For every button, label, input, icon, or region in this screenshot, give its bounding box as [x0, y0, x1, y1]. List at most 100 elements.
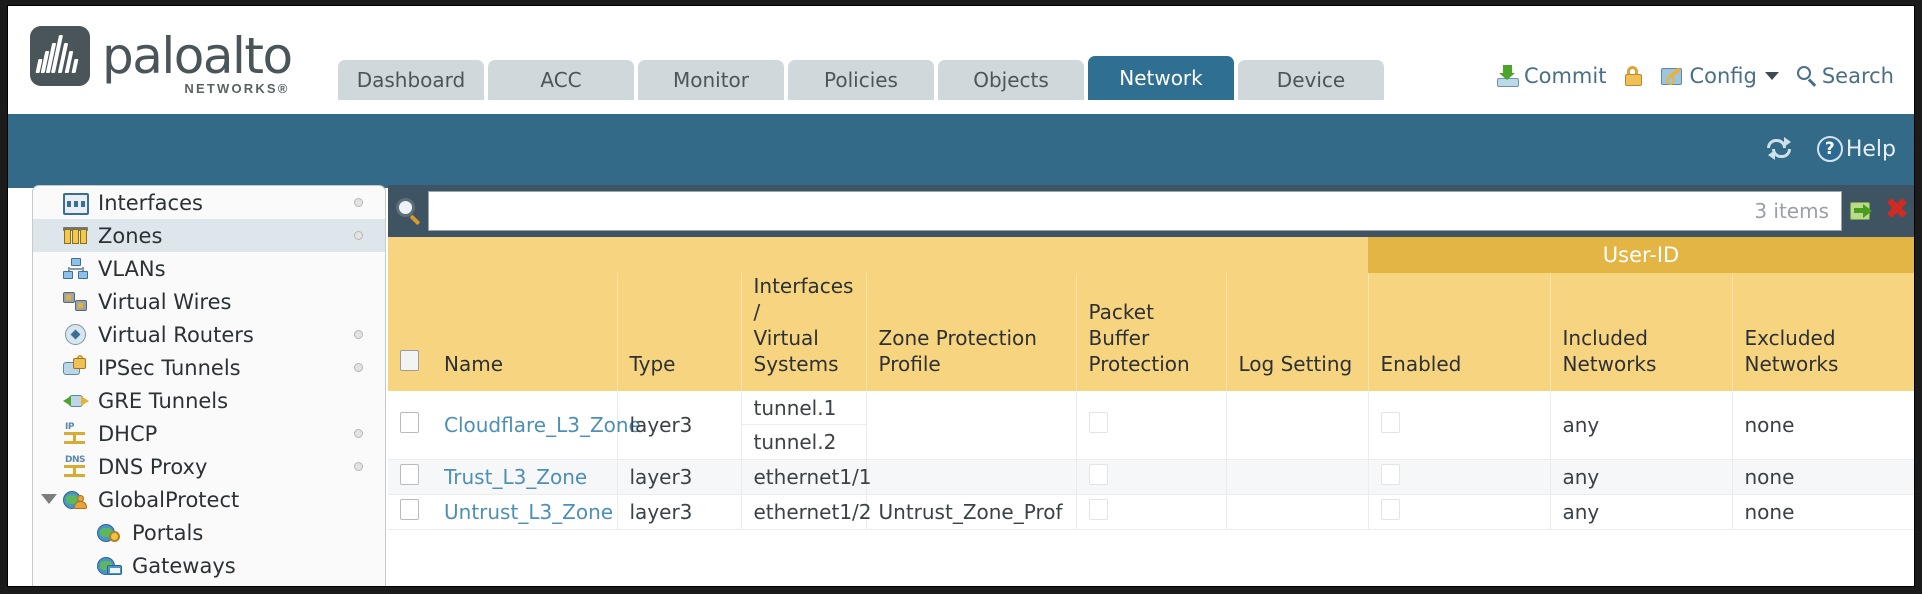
col-header-log-setting[interactable]: Log Setting [1226, 273, 1369, 391]
cell-userid-enabled[interactable] [1368, 391, 1551, 460]
table-head: User-ID Name Type Interfaces / Virtual S… [388, 237, 1914, 391]
row-checkbox[interactable] [400, 464, 419, 485]
packet-buffer-checkbox[interactable] [1088, 499, 1108, 520]
status-dot [354, 231, 363, 240]
sidebar-item-vlans[interactable]: VLANs [33, 252, 385, 285]
row-checkbox[interactable] [400, 499, 419, 520]
item-count-label: 3 items [1754, 199, 1829, 223]
row-select-cell[interactable] [388, 494, 432, 530]
sidebar-item-gateways[interactable]: Gateways [33, 549, 385, 582]
search-button[interactable]: Search [1796, 64, 1894, 88]
packet-buffer-checkbox[interactable] [1088, 464, 1108, 485]
globalprotect-icon [63, 489, 89, 511]
col-header-included-networks[interactable]: Included Networks [1550, 273, 1733, 391]
group-spacer-name [432, 237, 617, 273]
zone-name-link[interactable]: Untrust_L3_Zone [444, 500, 614, 524]
cell-name[interactable]: Cloudflare_L3_Zone [432, 391, 641, 460]
select-all-header[interactable] [388, 273, 432, 391]
sidebar-item-globalprotect[interactable]: GlobalProtect [33, 483, 385, 516]
cell-packet-buffer-protection[interactable] [1076, 459, 1227, 495]
col-header-excluded-networks[interactable]: Excluded Networks [1732, 273, 1914, 391]
cell-packet-buffer-protection[interactable] [1076, 391, 1227, 460]
cell-packet-buffer-protection[interactable] [1076, 494, 1227, 530]
tab-objects[interactable]: Objects [938, 60, 1084, 100]
cell-zone-protection-profile [866, 459, 1077, 495]
row-checkbox[interactable] [400, 412, 419, 433]
help-label: Help [1845, 136, 1896, 162]
cell-name[interactable]: Untrust_L3_Zone [432, 494, 618, 530]
sidebar-item-dns-proxy[interactable]: DNS DNS Proxy [33, 450, 385, 483]
header-actions: Commit Config Search [1479, 56, 1894, 96]
group-spacer-chk [388, 237, 432, 273]
sidebar-item-virtual-wires[interactable]: Virtual Wires [33, 285, 385, 318]
sidebar-item-ipsec-tunnels[interactable]: IPSec Tunnels [33, 351, 385, 384]
sidebar-item-dhcp[interactable]: IP DHCP [33, 417, 385, 450]
tab-dashboard[interactable]: Dashboard [338, 60, 484, 100]
collapse-triangle-icon[interactable] [41, 494, 57, 504]
search-input[interactable]: 3 items [428, 191, 1842, 231]
sidebar-item-interfaces[interactable]: Interfaces [33, 186, 385, 219]
brand-name: paloalto [102, 27, 293, 85]
packet-buffer-checkbox[interactable] [1088, 412, 1108, 433]
help-icon: ? [1816, 136, 1843, 162]
interface-item: tunnel.2 [753, 430, 837, 454]
brand-logo[interactable]: paloalto NETWORKS® [30, 26, 293, 96]
col-header-zone-protection-profile[interactable]: Zone Protection Profile [866, 273, 1077, 391]
cell-userid-enabled[interactable] [1368, 459, 1551, 495]
zone-name-link[interactable]: Trust_L3_Zone [444, 465, 588, 489]
go-arrow-icon[interactable] [1850, 199, 1876, 223]
table-row[interactable]: Untrust_L3_Zone layer3 ethernet1/2 Untru… [388, 494, 1914, 530]
col-header-enabled[interactable]: Enabled [1368, 273, 1551, 391]
search-icon [1796, 66, 1817, 87]
col-header-pbp-l1: Packet Buffer [1088, 300, 1154, 350]
sidebar-item-portals[interactable]: Portals [33, 516, 385, 549]
tab-device[interactable]: Device [1238, 60, 1384, 100]
table-row[interactable]: Trust_L3_Zone layer3 ethernet1/1 any [388, 459, 1914, 495]
sidebar-item-label: Interfaces [98, 190, 203, 215]
select-all-checkbox[interactable] [400, 350, 419, 371]
tab-network[interactable]: Network [1088, 56, 1234, 100]
userid-enabled-checkbox[interactable] [1380, 412, 1400, 433]
cell-name[interactable]: Trust_L3_Zone [432, 459, 618, 495]
cell-included-networks: any [1550, 391, 1733, 460]
sidebar-item-label: Zones [98, 223, 163, 248]
tab-acc[interactable]: ACC [488, 60, 634, 100]
sidebar-item-virtual-routers[interactable]: Virtual Routers [33, 318, 385, 351]
config-label: Config [1689, 64, 1757, 88]
col-header-type[interactable]: Type [617, 273, 742, 391]
cell-userid-enabled[interactable] [1368, 494, 1551, 530]
virtual-routers-icon [63, 323, 89, 346]
userid-enabled-checkbox[interactable] [1380, 464, 1400, 485]
col-header-inc-l2: Networks [1562, 352, 1657, 376]
col-header-pbp-l2: Protection [1088, 352, 1190, 376]
network-sidebar: Interfaces Zones VLANs Virtual Wires [32, 185, 386, 586]
config-menu[interactable]: Config [1661, 64, 1779, 88]
clear-x-icon[interactable]: ✖ [1884, 192, 1910, 227]
filter-search-icon[interactable] [396, 198, 422, 226]
row-select-cell[interactable] [388, 391, 432, 460]
col-header-name[interactable]: Name [432, 273, 618, 391]
col-header-packet-buffer-protection[interactable]: Packet Buffer Protection [1076, 273, 1227, 391]
table-row[interactable]: Cloudflare_L3_Zone layer3 tunnel.1 tunne… [388, 391, 1914, 460]
sidebar-item-gre-tunnels[interactable]: GRE Tunnels [33, 384, 385, 417]
help-button[interactable]: ? Help [1816, 136, 1896, 162]
cell-excluded-networks: none [1732, 494, 1914, 530]
sub-header-band: ? Help [8, 114, 1914, 188]
sidebar-item-label: Virtual Routers [98, 322, 254, 347]
lock-button[interactable] [1624, 65, 1643, 87]
userid-enabled-checkbox[interactable] [1380, 499, 1400, 520]
zone-name-link[interactable]: Cloudflare_L3_Zone [444, 413, 641, 437]
col-header-interfaces[interactable]: Interfaces / Virtual Systems [741, 273, 867, 391]
col-header-interfaces-l3: Systems [753, 352, 839, 376]
sidebar-item-zones[interactable]: Zones [33, 219, 385, 252]
commit-button[interactable]: Commit [1496, 64, 1606, 88]
group-spacer-pbp [1076, 237, 1226, 273]
tab-policies[interactable]: Policies [788, 60, 934, 100]
col-header-interfaces-l2: Virtual [753, 326, 819, 350]
tab-monitor[interactable]: Monitor [638, 60, 784, 100]
group-spacer-ifc [741, 237, 866, 273]
refresh-icon[interactable] [1766, 137, 1793, 161]
dns-proxy-icon: DNS [63, 455, 89, 478]
row-select-cell[interactable] [388, 459, 432, 495]
paloalto-logo-mark [30, 26, 90, 86]
